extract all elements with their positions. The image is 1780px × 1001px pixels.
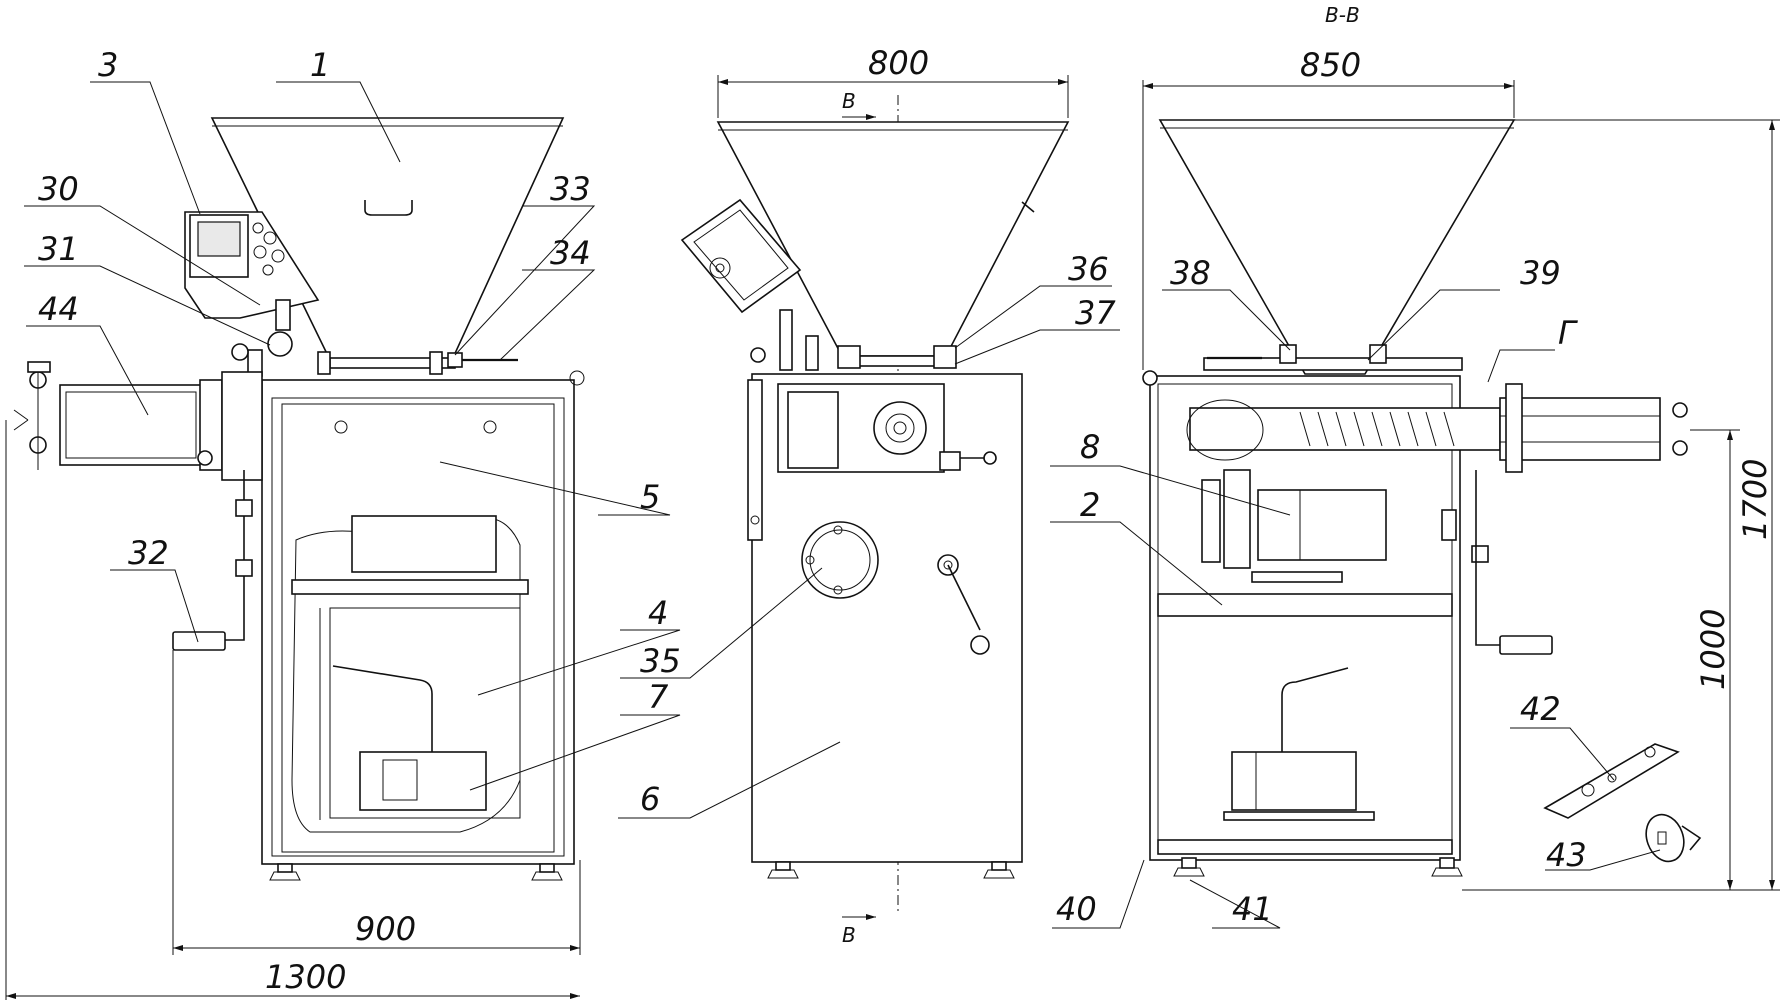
callout-G: Г: [1558, 314, 1578, 352]
callout-42: 42: [1520, 690, 1561, 728]
control-panel-box: [184, 211, 320, 319]
dim-table-height: 1000: [1694, 609, 1732, 690]
callout-30: 30: [38, 170, 79, 208]
side-view: В В: [680, 89, 1070, 947]
dim-overall-height: 1700: [1736, 459, 1774, 540]
callout-39: 39: [1520, 254, 1561, 292]
bracket-part: [1543, 743, 1680, 819]
drive-motor: [1257, 489, 1387, 561]
section-hopper: [1158, 119, 1516, 375]
callout-41: 41: [1232, 890, 1273, 928]
disc-part: [1645, 813, 1702, 863]
section-arrow-bottom-label: В: [842, 923, 856, 947]
front-view: [13, 117, 585, 881]
callout-33: 33: [550, 170, 591, 208]
callout-43: 43: [1546, 836, 1587, 874]
callout-4: 4: [648, 594, 668, 632]
dimensions: 900 1300 800 850 1700 1000: [5, 44, 1780, 1000]
callout-leaders: [24, 81, 1661, 929]
callout-labels: 3 1 30 31 44 33 34 5 4 7 32 35 6 36 37 3…: [38, 46, 1587, 928]
side-drive-unit: [13, 343, 263, 481]
side-control-box: [680, 198, 802, 314]
callout-7: 7: [648, 678, 669, 716]
callout-31: 31: [38, 230, 79, 268]
callout-38: 38: [1170, 254, 1211, 292]
section-pump: [1231, 751, 1357, 811]
front-motor: [359, 751, 487, 811]
callout-37: 37: [1075, 294, 1116, 332]
feed-screw: [1186, 383, 1688, 473]
pressure-gauge: [267, 331, 293, 357]
dim-overall-length: 1300: [265, 958, 346, 996]
section-title: В-В: [1325, 3, 1360, 27]
crank-handle: [172, 631, 226, 651]
callout-1: 1: [310, 46, 330, 84]
middle-shelf: [1157, 593, 1453, 617]
callout-6: 6: [640, 780, 660, 818]
callout-3: 3: [98, 46, 118, 84]
inspection-window: [801, 521, 879, 599]
dim-section-width: 850: [1300, 46, 1361, 84]
callout-34: 34: [550, 234, 591, 272]
callout-2: 2: [1080, 486, 1100, 524]
callout-44: 44: [38, 290, 79, 328]
callout-5: 5: [640, 478, 660, 516]
dim-front-width: 900: [355, 910, 416, 948]
callout-8: 8: [1080, 428, 1100, 466]
callout-32: 32: [128, 534, 169, 572]
callout-40: 40: [1056, 890, 1097, 928]
callout-35: 35: [640, 642, 681, 680]
section-arrow-top-label: В: [842, 89, 856, 113]
callout-36: 36: [1068, 250, 1109, 288]
dim-side-width: 800: [868, 44, 929, 82]
section-view: В-В: [1142, 3, 1702, 877]
